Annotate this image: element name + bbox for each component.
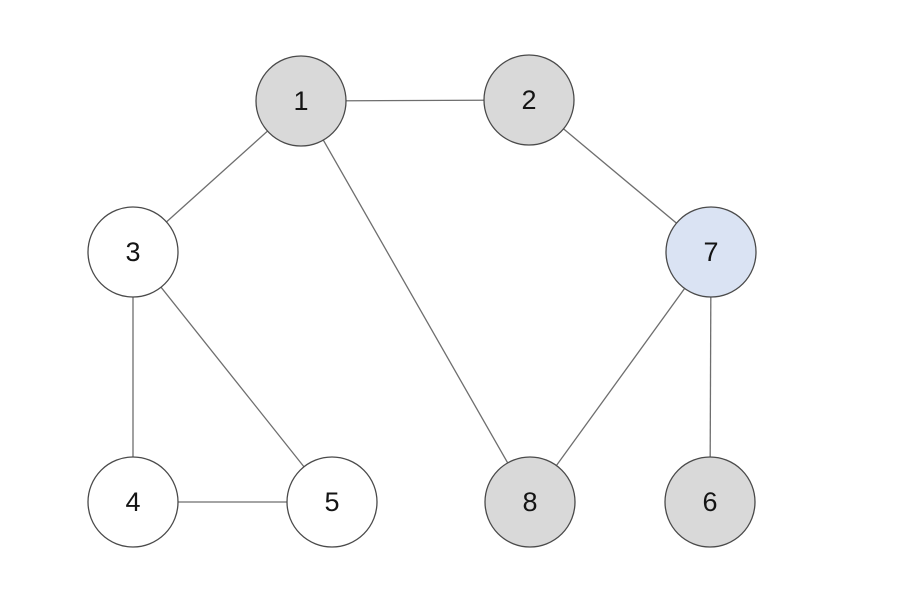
- graph-node-8[interactable]: 8: [484, 456, 576, 548]
- node-circle: [665, 206, 757, 298]
- graph-edge-3-5: [132, 251, 333, 503]
- node-circle: [484, 456, 576, 548]
- graph-node-5[interactable]: 5: [286, 456, 378, 548]
- node-circle: [286, 456, 378, 548]
- node-circle: [483, 54, 575, 146]
- node-label: 5: [324, 487, 339, 517]
- graph-node-7[interactable]: 7: [665, 206, 757, 298]
- node-circle: [87, 456, 179, 548]
- node-label: 3: [125, 237, 140, 267]
- node-label: 6: [702, 487, 717, 517]
- graph-node-3[interactable]: 3: [87, 206, 179, 298]
- node-label: 1: [293, 86, 308, 116]
- node-circle: [87, 206, 179, 298]
- node-circle: [664, 456, 756, 548]
- node-label: 7: [703, 237, 718, 267]
- node-circle: [255, 55, 347, 147]
- graph-node-4[interactable]: 4: [87, 456, 179, 548]
- graph-edge-1-8: [300, 100, 531, 503]
- node-label: 4: [125, 487, 140, 517]
- graph-node-6[interactable]: 6: [664, 456, 756, 548]
- graph-node-2[interactable]: 2: [483, 54, 575, 146]
- node-label: 8: [522, 487, 537, 517]
- node-label: 2: [521, 85, 536, 115]
- graph-node-1[interactable]: 1: [255, 55, 347, 147]
- graph-edge-7-8: [529, 251, 712, 503]
